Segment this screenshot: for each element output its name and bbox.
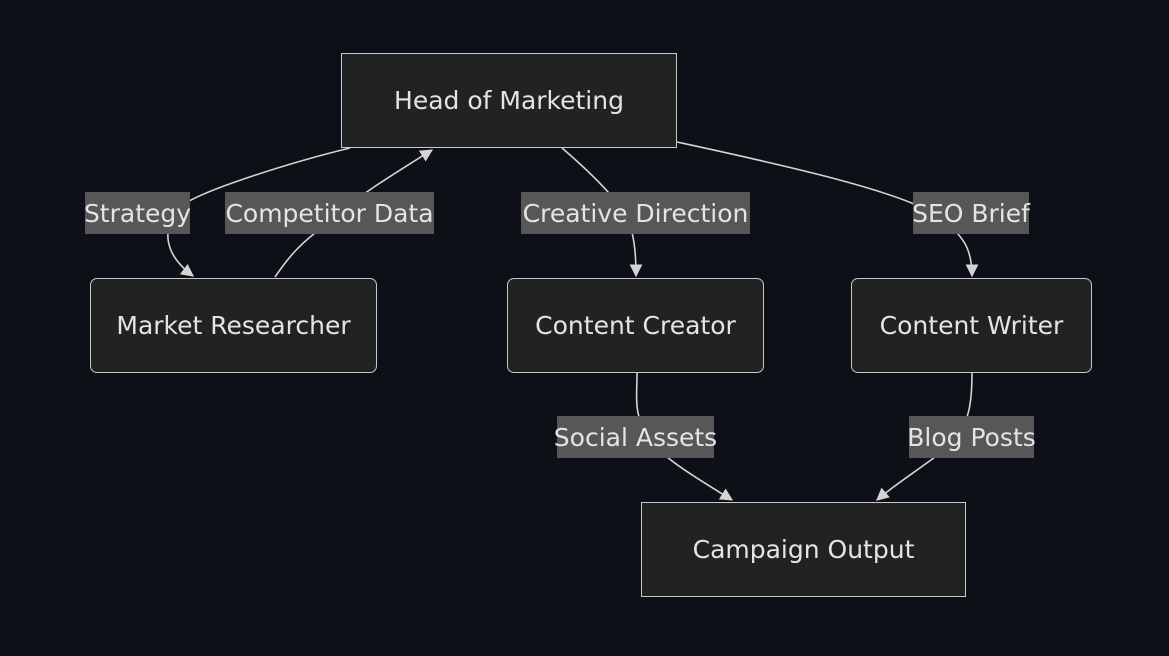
node-head-of-marketing-label: Head of Marketing <box>394 86 624 115</box>
node-market-researcher-label: Market Researcher <box>116 311 351 340</box>
node-campaign-output-label: Campaign Output <box>692 535 915 564</box>
node-content-creator-label: Content Creator <box>535 311 736 340</box>
node-content-creator: Content Creator <box>507 278 764 373</box>
edge-label-social-assets: Social Assets <box>554 416 717 458</box>
node-content-writer-label: Content Writer <box>879 311 1064 340</box>
node-market-researcher: Market Researcher <box>90 278 377 373</box>
node-head-of-marketing: Head of Marketing <box>341 53 677 148</box>
edge-label-strategy: Strategy <box>84 192 191 234</box>
edge-label-blog-posts: Blog Posts <box>907 416 1036 458</box>
node-content-writer: Content Writer <box>851 278 1092 373</box>
edge-label-competitor-data: Competitor Data <box>225 192 434 234</box>
edge-seo-brief <box>676 141 979 278</box>
edge-label-creative-direction: Creative Direction <box>521 192 750 234</box>
edge-label-seo-brief: SEO Brief <box>912 192 1030 234</box>
node-campaign-output: Campaign Output <box>641 502 966 597</box>
